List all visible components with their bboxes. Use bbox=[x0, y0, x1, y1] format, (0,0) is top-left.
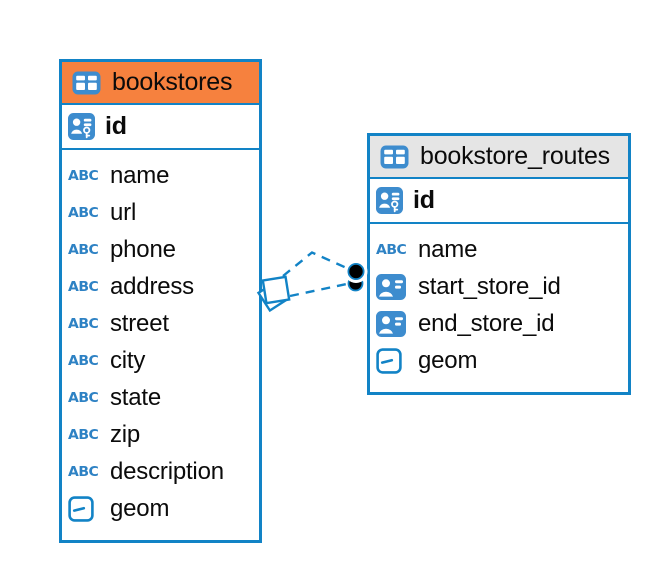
table-header[interactable]: bookstores bbox=[62, 62, 259, 105]
column-label: start_store_id bbox=[418, 272, 561, 300]
text-type-icon: ABC bbox=[68, 426, 99, 443]
column-label: name bbox=[110, 161, 170, 189]
column-row-url[interactable]: ABC url bbox=[62, 194, 259, 231]
column-row-address[interactable]: ABC address bbox=[62, 268, 259, 305]
column-label: geom bbox=[110, 494, 170, 522]
text-type-icon: ABC bbox=[68, 463, 99, 480]
column-label: url bbox=[110, 198, 137, 226]
column-label: street bbox=[110, 309, 169, 337]
geometry-type-icon bbox=[68, 496, 94, 522]
primary-key-icon bbox=[376, 187, 403, 214]
text-type-icon: ABC bbox=[68, 315, 99, 332]
text-type-icon: ABC bbox=[68, 389, 99, 406]
primary-key-row[interactable]: id bbox=[370, 179, 628, 224]
column-row-state[interactable]: ABC state bbox=[62, 379, 259, 416]
relationship-source-symbol[interactable] bbox=[256, 275, 291, 313]
text-type-icon: ABC bbox=[68, 167, 99, 184]
column-row-description[interactable]: ABC description bbox=[62, 453, 259, 490]
table-title: bookstore_routes bbox=[420, 142, 610, 170]
relationship-target-dots[interactable] bbox=[344, 260, 368, 292]
column-row-zip[interactable]: ABC zip bbox=[62, 416, 259, 453]
table-icon bbox=[72, 71, 101, 95]
text-type-icon: ABC bbox=[68, 241, 99, 258]
column-row-street[interactable]: ABC street bbox=[62, 305, 259, 342]
column-label: end_store_id bbox=[418, 309, 555, 337]
reference-type-icon bbox=[376, 311, 406, 337]
table-bookstore-routes[interactable]: bookstore_routes id ABC name start_store_i… bbox=[367, 133, 631, 395]
column-row-city[interactable]: ABC city bbox=[62, 342, 259, 379]
column-row-name[interactable]: ABC name bbox=[62, 157, 259, 194]
reference-type-icon bbox=[376, 274, 406, 300]
column-label: city bbox=[110, 346, 146, 374]
column-row-end_store_id[interactable]: end_store_id bbox=[370, 305, 628, 342]
column-label: state bbox=[110, 383, 162, 411]
geometry-type-icon bbox=[376, 348, 402, 374]
column-label: geom bbox=[418, 346, 478, 374]
text-type-icon: ABC bbox=[68, 278, 99, 295]
table-title: bookstores bbox=[112, 68, 233, 96]
column-row-geom[interactable]: geom bbox=[62, 490, 259, 527]
column-row-phone[interactable]: ABC phone bbox=[62, 231, 259, 268]
column-row-geom[interactable]: geom bbox=[370, 342, 628, 379]
column-label: description bbox=[110, 457, 224, 485]
column-label: name bbox=[418, 235, 478, 263]
table-header[interactable]: bookstore_routes bbox=[370, 136, 628, 179]
primary-key-icon bbox=[68, 113, 95, 140]
relationship-line-lower[interactable] bbox=[289, 282, 350, 298]
column-label: zip bbox=[110, 420, 141, 448]
primary-key-label: id bbox=[413, 186, 435, 214]
column-label: phone bbox=[110, 235, 176, 263]
column-row-start_store_id[interactable]: start_store_id bbox=[370, 268, 628, 305]
text-type-icon: ABC bbox=[376, 241, 407, 258]
text-type-icon: ABC bbox=[68, 352, 99, 369]
column-label: address bbox=[110, 272, 194, 300]
primary-key-row[interactable]: id bbox=[62, 105, 259, 150]
primary-key-label: id bbox=[105, 112, 127, 140]
table-icon bbox=[380, 145, 409, 169]
text-type-icon: ABC bbox=[68, 204, 99, 221]
relationship-line-upper[interactable] bbox=[282, 251, 351, 277]
column-row-name[interactable]: ABC name bbox=[370, 231, 628, 268]
